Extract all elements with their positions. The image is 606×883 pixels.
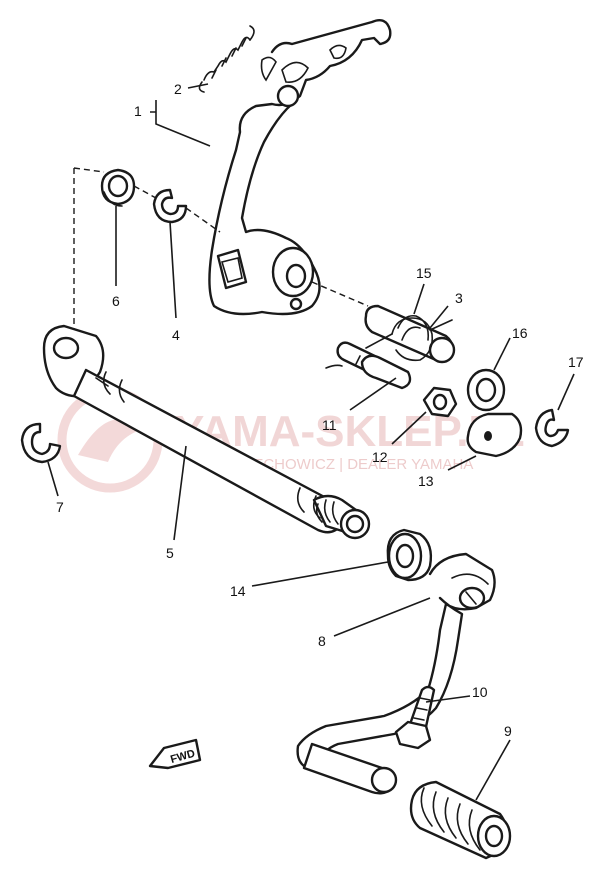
part-circlip-17	[534, 408, 570, 448]
part-circlip-7	[20, 422, 62, 464]
part-washer	[466, 368, 506, 412]
part-shift-shaft	[42, 324, 371, 540]
label-12: 12	[372, 449, 388, 465]
label-4: 4	[172, 327, 180, 343]
part-spring	[198, 25, 255, 93]
part-shift-arm	[208, 19, 392, 316]
label-5: 5	[166, 545, 174, 561]
label-13: 13	[418, 473, 434, 489]
part-torsion-spring	[365, 314, 453, 362]
label-17: 17	[568, 354, 584, 370]
label-14: 14	[230, 583, 246, 599]
label-1: 1	[134, 103, 142, 119]
part-foot-rubber	[409, 780, 512, 860]
part-bushing	[100, 168, 136, 207]
part-bushing-14	[386, 528, 433, 582]
part-stopper-bolt	[325, 341, 412, 390]
part-circlip-4	[152, 188, 188, 224]
part-shift-pedal	[296, 552, 496, 795]
label-9: 9	[504, 723, 512, 739]
leader-lines	[47, 83, 575, 801]
part-number-labels: 1 2 3 4 5 6 7 8 9 10 11 12 13 14 15 16 1…	[56, 81, 584, 739]
label-15: 15	[416, 265, 432, 281]
label-11: 11	[322, 417, 337, 433]
label-16: 16	[512, 325, 528, 341]
fwd-arrow: FWD	[148, 738, 202, 770]
part-bolt	[394, 685, 436, 750]
label-8: 8	[318, 633, 326, 649]
watermark-logo-mark	[78, 419, 140, 462]
label-10: 10	[472, 684, 488, 700]
label-3: 3	[455, 290, 463, 306]
part-plate	[466, 412, 523, 458]
part-nut	[422, 386, 458, 418]
label-6: 6	[112, 293, 120, 309]
label-2: 2	[174, 81, 182, 97]
assembly-lines	[73, 167, 369, 330]
label-7: 7	[56, 499, 64, 515]
